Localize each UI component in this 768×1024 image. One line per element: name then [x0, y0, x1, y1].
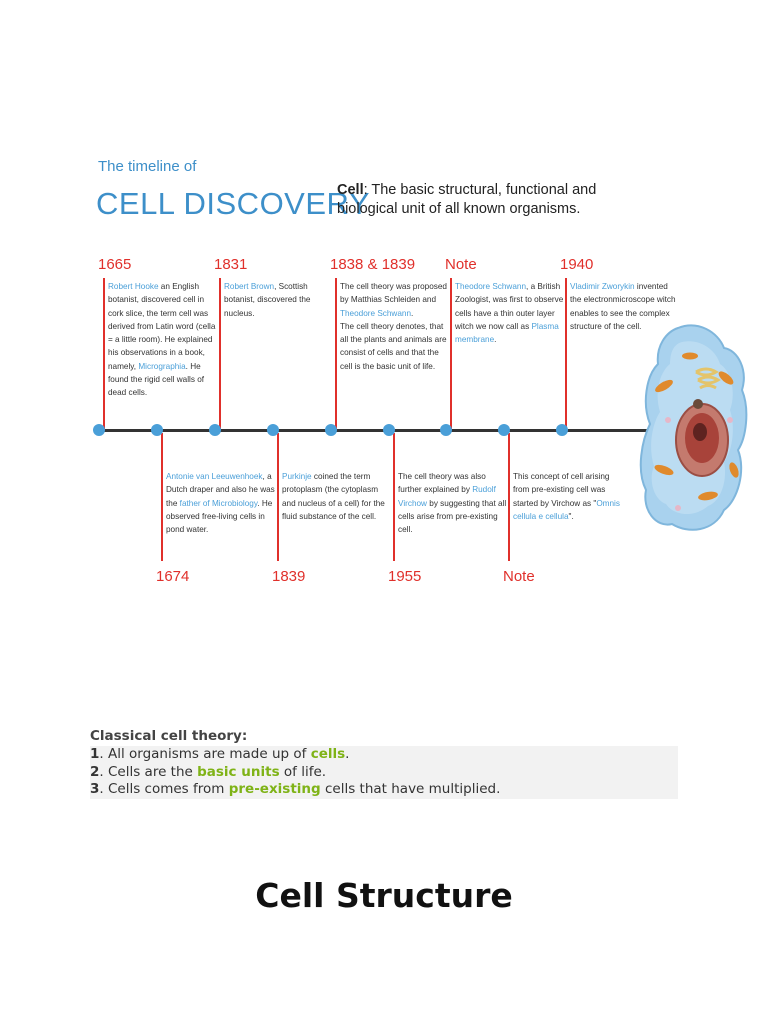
timeline-connector: [508, 433, 510, 561]
timeline-dot: [498, 424, 510, 436]
highlighted-term: Rudolf Virchow: [398, 485, 496, 508]
figure-title: CELL DISCOVERY: [96, 186, 371, 221]
highlighted-term: Antonie van Leeuwenhoek: [166, 472, 263, 481]
theory-item-number: 1: [90, 746, 100, 762]
timeline-year: 1838 & 1839: [330, 256, 416, 273]
timeline-event-text: The cell theory was also further explain…: [398, 470, 508, 536]
event-text: This concept of cell arising from pre-ex…: [513, 472, 610, 508]
highlighted-term: Purkinje: [282, 472, 312, 481]
timeline-event-text: Antonie van Leeuwenhoek, a Dutch draper …: [166, 470, 276, 536]
highlighted-term: Omnis cellula e cellula: [513, 498, 620, 521]
theory-list: 1. All organisms are made up of cells.2.…: [90, 746, 678, 799]
timeline-connector: [161, 433, 163, 561]
timeline-year: 1839: [272, 568, 306, 585]
event-text: by suggesting that all cells arise from …: [398, 498, 507, 535]
timeline-connector: [393, 433, 395, 561]
timeline-event-text: Theodore Schwann, a British Zoologist, w…: [455, 280, 565, 346]
definition-term: Cell: [337, 182, 364, 198]
timeline-connector: [219, 278, 221, 430]
timeline-year: 1831: [214, 256, 248, 273]
timeline-connector: [450, 278, 452, 430]
timeline-dot: [209, 424, 221, 436]
theory-keyword: pre-existing: [228, 781, 321, 797]
event-text: , Scottish botanist, discovered the nucl…: [224, 282, 311, 318]
timeline-event-text: Vladimir Zworykin invented the electronm…: [570, 280, 680, 333]
highlighted-term: Robert Brown: [224, 282, 275, 291]
timeline-year: 1955: [388, 568, 422, 585]
classical-cell-theory: Classical cell theory: 1. All organisms …: [90, 728, 678, 799]
theory-item-text: of life.: [279, 763, 327, 780]
timeline-year: 1665: [98, 256, 132, 273]
timeline-event-text: Purkinje coined the term protoplasm (the…: [282, 470, 392, 523]
cell-discovery-timeline-figure: The timeline of CELL DISCOVERY Cell: The…: [90, 150, 750, 595]
highlighted-term: Micrographia: [138, 361, 186, 371]
timeline-dot: [267, 424, 279, 436]
highlighted-term: Robert Hooke: [108, 282, 159, 291]
highlighted-term: father of Microbiology: [179, 498, 258, 508]
event-text: The cell theory denotes, that all the pl…: [340, 321, 447, 371]
section-heading: Cell Structure: [255, 876, 513, 915]
theory-item-text: cells that have multiplied.: [320, 781, 501, 797]
event-text: , a British Zoologist, was first to obse…: [455, 282, 564, 331]
theory-item-text: . All organisms are made up of: [99, 746, 311, 762]
event-text: The cell theory was proposed by Matthias…: [340, 282, 447, 305]
timeline-connector: [277, 433, 279, 561]
timeline-event-text: Robert Hooke an English botanist, discov…: [108, 280, 218, 400]
theory-item-text: . Cells are the: [99, 763, 198, 780]
event-text: ".: [568, 511, 574, 521]
animal-cell-illustration: [639, 324, 748, 531]
figure-subtitle: The timeline of: [98, 158, 197, 175]
timeline-dot: [151, 424, 163, 436]
timeline-event-text: Robert Brown, Scottish botanist, discove…: [224, 280, 334, 320]
timeline-dot: [556, 424, 568, 436]
timeline-connector: [565, 278, 567, 430]
theory-item: 1. All organisms are made up of cells.: [90, 746, 678, 764]
timeline-dot: [440, 424, 452, 436]
timeline-axis: [95, 429, 655, 432]
cell-definition: Cell: The basic structural, functional a…: [337, 181, 637, 219]
theory-item: 3. Cells comes from pre-existing cells t…: [90, 781, 678, 799]
theory-keyword: basic units: [197, 763, 280, 780]
event-text: , a Dutch draper and also he was the: [166, 472, 275, 508]
timeline-connector: [335, 278, 337, 430]
highlighted-term: Vladimir Zworykin: [570, 282, 635, 291]
event-text: .: [494, 335, 497, 345]
theory-item-text: .: [345, 746, 350, 762]
event-text: coined the term protoplasm (the cytoplas…: [282, 472, 385, 521]
timeline-dot: [93, 424, 105, 436]
theory-item: 2. Cells are the basic units of life.: [90, 764, 678, 782]
highlighted-term: Theodore Schwann: [455, 282, 527, 291]
theory-item-number: 2: [90, 763, 100, 780]
event-text: The cell theory was also further explain…: [398, 472, 486, 495]
definition-text: : The basic structural, functional and b…: [337, 182, 597, 217]
timeline-dot: [325, 424, 337, 436]
timeline-dot: [383, 424, 395, 436]
event-text: an English botanist, discovered cell in …: [108, 282, 216, 371]
theory-keyword: cells: [310, 746, 346, 762]
theory-item-number: 3: [90, 781, 100, 797]
event-text: .: [411, 308, 414, 318]
timeline-year: 1674: [156, 568, 190, 585]
highlighted-term: Theodore Schwann: [340, 308, 412, 318]
theory-title: Classical cell theory:: [90, 728, 248, 744]
theory-item-text: . Cells comes from: [99, 781, 229, 797]
timeline-year: 1940: [560, 256, 594, 273]
timeline-year: Note: [445, 256, 477, 273]
timeline-year: Note: [503, 568, 535, 585]
highlighted-term: Plasma membrane: [455, 321, 559, 345]
event-text: . He observed free-living cells in pond …: [166, 498, 273, 535]
timeline-connector: [103, 278, 105, 430]
timeline-event-text: This concept of cell arising from pre-ex…: [513, 470, 623, 523]
event-text: invented the electronmicroscope witch en…: [570, 282, 676, 331]
timeline-event-text: The cell theory was proposed by Matthias…: [340, 280, 450, 373]
event-text: . He found the rigid cell walls of dead …: [108, 361, 205, 398]
